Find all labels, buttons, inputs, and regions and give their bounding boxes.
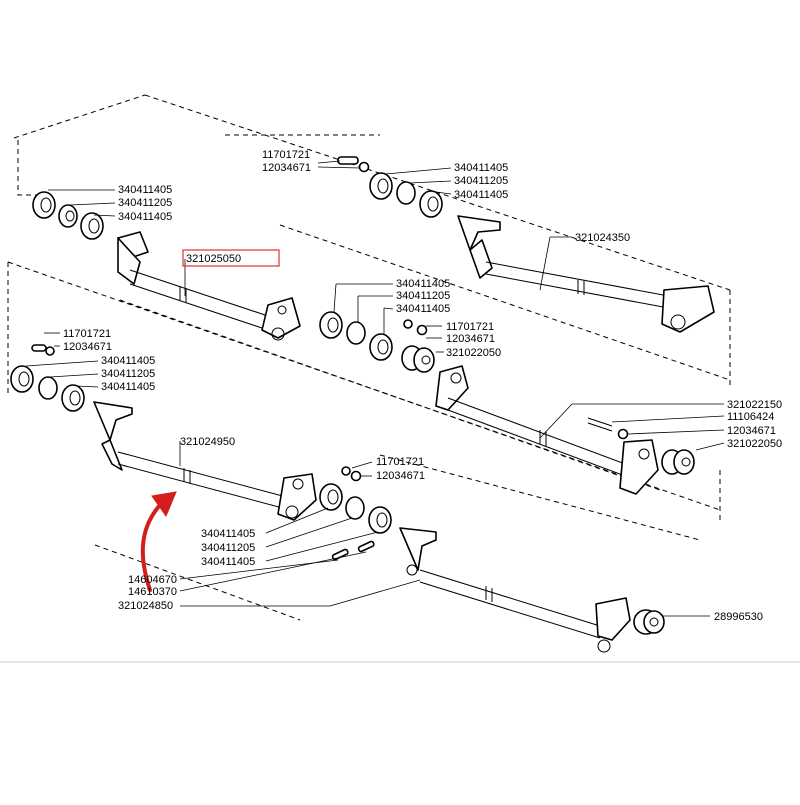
washer-mid-1 — [319, 311, 343, 339]
bushing-top-right — [396, 181, 416, 205]
pin-left — [31, 344, 55, 356]
hub-321022050-mid — [401, 345, 435, 373]
label-tl-1: 340411405 — [118, 184, 172, 196]
washer-mid-2 — [369, 333, 393, 361]
roll-pin-14604670 — [331, 548, 349, 561]
label-lb-2: 340411205 — [201, 542, 255, 554]
label-right-4: 321022050 — [727, 438, 782, 450]
washer-top-right-1 — [369, 172, 393, 200]
shaft-321024350 — [457, 215, 715, 333]
label-lb-1: 340411405 — [201, 528, 255, 540]
label-mid-1: 340411405 — [396, 278, 450, 290]
label-mid-5: 12034671 — [446, 333, 495, 345]
label-right-2: 11106424 — [727, 411, 774, 423]
label-lb-4: 14604670 — [128, 574, 177, 586]
nut-mid — [403, 319, 428, 336]
label-left-4: 340411205 — [101, 368, 155, 380]
label-mid-6: 321022050 — [446, 347, 501, 359]
label-tl-2: 340411205 — [118, 197, 172, 209]
label-shaft-321024950: 321024950 — [180, 436, 235, 448]
label-lb-6: 321024850 — [118, 600, 173, 612]
nut-top-center — [358, 161, 370, 173]
label-tc-1: 11701721 — [262, 149, 310, 161]
label-lb-3: 340411405 — [201, 556, 255, 568]
label-left-2: 12034671 — [63, 341, 112, 353]
label-shaft-321024350: 321024350 — [575, 232, 630, 244]
pin-lower-center — [341, 466, 362, 482]
pin-top-center — [337, 156, 359, 165]
label-left-5: 340411405 — [101, 381, 155, 393]
label-mid-4: 11701721 — [446, 321, 494, 333]
washer-top-left-1 — [32, 191, 56, 219]
part-labels: 340411405 340411205 340411405 11701721 1… — [63, 149, 782, 623]
label-tr-1: 340411405 — [454, 162, 508, 174]
washer-lower-1 — [319, 483, 343, 511]
bushing-top-left — [58, 204, 78, 228]
group-outline-lower — [94, 454, 701, 621]
label-tc-2: 12034671 — [262, 162, 311, 174]
label-tl-3: 340411405 — [118, 211, 172, 223]
washer-lower-2 — [368, 506, 392, 534]
label-lc-1: 11701721 — [376, 456, 424, 468]
bushing-left — [38, 376, 58, 400]
bearing-28996530 — [633, 609, 665, 635]
nut-right — [617, 428, 629, 440]
shaft-321024950 — [93, 401, 317, 521]
pin-11106424 — [587, 417, 613, 432]
washer-top-right-2 — [419, 190, 443, 218]
label-lb-5: 14610370 — [128, 586, 177, 598]
roll-pin-14610370 — [357, 540, 375, 553]
washer-top-left-2 — [80, 212, 104, 240]
washer-left-2 — [61, 384, 85, 412]
hub-321022050-right — [661, 449, 695, 475]
red-arrow-icon — [140, 491, 177, 592]
shaft-321022150 — [435, 365, 659, 495]
label-left-1: 11701721 — [63, 328, 111, 340]
label-right-3: 12034671 — [727, 425, 776, 437]
bushing-lower — [345, 496, 365, 520]
washer-left-1 — [10, 365, 34, 393]
group-outline-middle — [7, 261, 721, 520]
bushing-mid — [346, 321, 366, 345]
label-right-1: 321022150 — [727, 399, 782, 411]
label-left-3: 340411405 — [101, 355, 155, 367]
label-shaft-321025050: 321025050 — [186, 253, 241, 265]
shaft-321025050 — [117, 231, 301, 341]
label-br-1: 28996530 — [714, 611, 763, 623]
highlight-box — [182, 249, 280, 267]
label-tr-3: 340411405 — [454, 189, 508, 201]
label-mid-3: 340411405 — [396, 303, 450, 315]
leader-lines — [25, 160, 725, 617]
label-mid-2: 340411205 — [396, 290, 450, 302]
label-tr-2: 340411205 — [454, 175, 508, 187]
shaft-321024850 — [399, 527, 631, 653]
label-lc-2: 12034671 — [376, 470, 425, 482]
